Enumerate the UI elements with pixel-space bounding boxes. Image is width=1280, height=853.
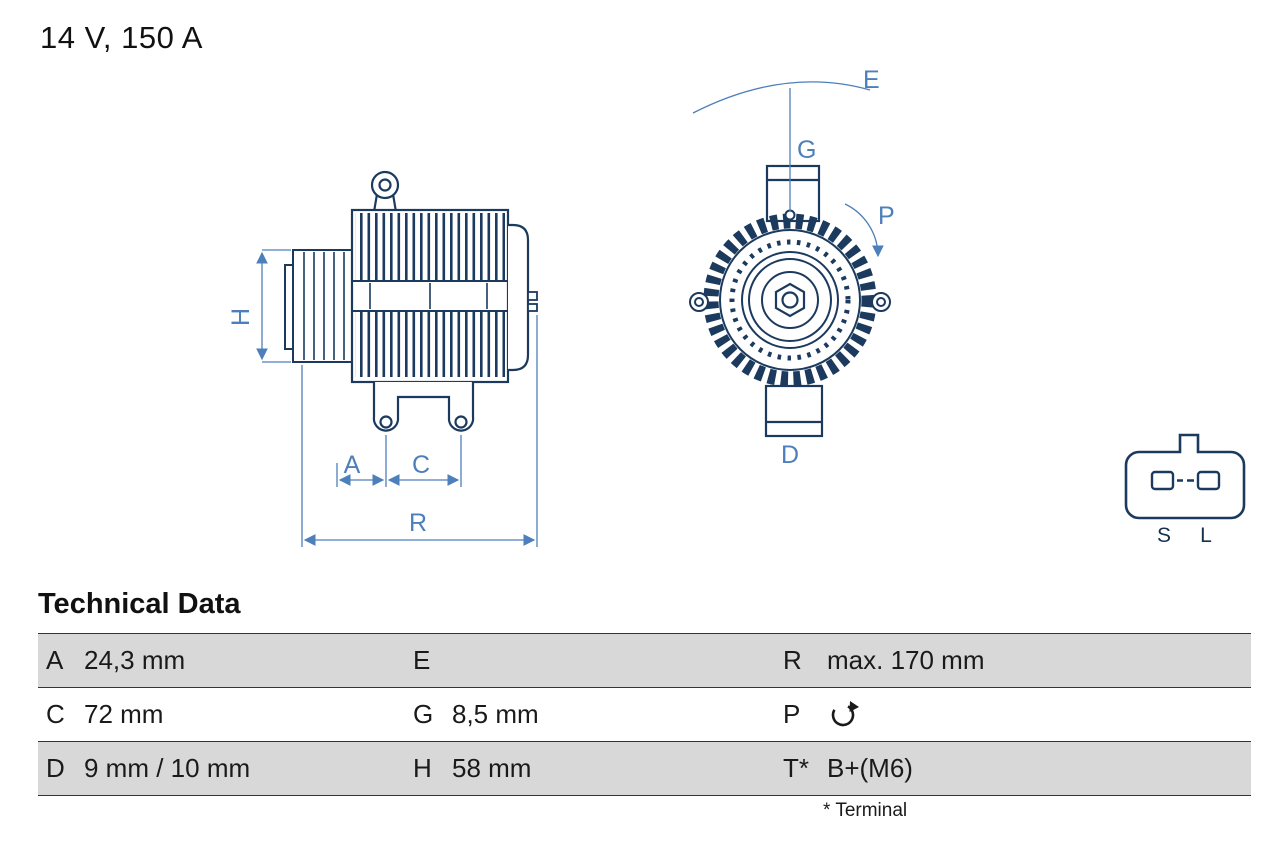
dim-label-e: E <box>863 66 880 94</box>
cell-label-h: H <box>413 753 432 783</box>
cell-label-g: G <box>413 699 434 729</box>
terminal-footnote: * Terminal <box>823 800 908 821</box>
dim-label-p: P <box>878 202 895 230</box>
technical-data-title: Technical Data <box>38 588 241 620</box>
rear-cover <box>508 223 530 372</box>
connector-pin-label-s: S <box>1157 524 1171 547</box>
cell-value-r: max. 170 mm <box>827 645 985 675</box>
pulley <box>284 249 353 363</box>
alternator-side-view: H A C R <box>227 170 538 547</box>
front-dimension-lines <box>692 81 884 258</box>
cell-value-g: 8,5 mm <box>452 699 539 729</box>
cell-label-p: P <box>783 699 801 729</box>
side-ears <box>689 292 891 312</box>
dim-label-c: C <box>412 451 430 479</box>
connector-pin-label-l: L <box>1200 524 1212 547</box>
cell-value-d: 9 mm / 10 mm <box>84 753 251 783</box>
cell-value-t: B+(M6) <box>827 753 913 783</box>
cell-label-t: T* <box>783 753 809 783</box>
connector-housing <box>1124 433 1246 520</box>
p-rotation-arrow <box>844 203 884 258</box>
connector-terminals <box>1150 470 1221 491</box>
table-row: A 24,3 mm E R max. 170 mm <box>38 633 1251 687</box>
connector-diagram: S L <box>1124 433 1246 547</box>
cell-value-h: 58 mm <box>452 753 532 783</box>
cell-label-d: D <box>46 753 65 783</box>
top-bolt <box>784 209 796 221</box>
dimension-lines <box>256 249 538 547</box>
cooling-fins-top <box>355 213 505 281</box>
cooling-fins-bottom <box>355 311 505 377</box>
cell-value-c: 72 mm <box>84 699 164 729</box>
cell-label-r: R <box>783 645 802 675</box>
dim-label-g: G <box>797 136 816 164</box>
cell-value-a: 24,3 mm <box>84 645 186 675</box>
e-arc <box>692 81 871 114</box>
dim-label-a: A <box>344 451 361 479</box>
top-mounting-lug <box>370 170 400 213</box>
cell-label-a: A <box>46 645 64 675</box>
fan-ring <box>703 213 877 387</box>
table-row: D 9 mm / 10 mm H 58 mm T* B+(M6) <box>38 741 1251 795</box>
dim-label-d: D <box>781 441 799 468</box>
clockwise-rotation-icon <box>831 700 859 726</box>
dim-label-h: H <box>227 308 255 326</box>
spec-heading: 14 V, 150 A <box>40 20 203 55</box>
stator-body <box>350 208 510 384</box>
cell-label-e: E <box>413 645 431 675</box>
shaft-hex-nut <box>774 282 806 318</box>
table-row: C 72 mm G 8,5 mm P <box>38 687 1251 741</box>
terminal-stud <box>527 291 538 312</box>
dim-label-r: R <box>409 509 427 537</box>
bottom-mounting-bracket <box>372 382 475 432</box>
front-bottom-bracket <box>764 384 824 438</box>
cell-label-c: C <box>46 699 65 729</box>
technical-data-table: A 24,3 mm E R max. 170 mm C 72 mm G 8,5 … <box>38 633 1251 796</box>
alternator-front-view: E G P D <box>689 66 895 468</box>
cell-value-p <box>823 700 1251 730</box>
